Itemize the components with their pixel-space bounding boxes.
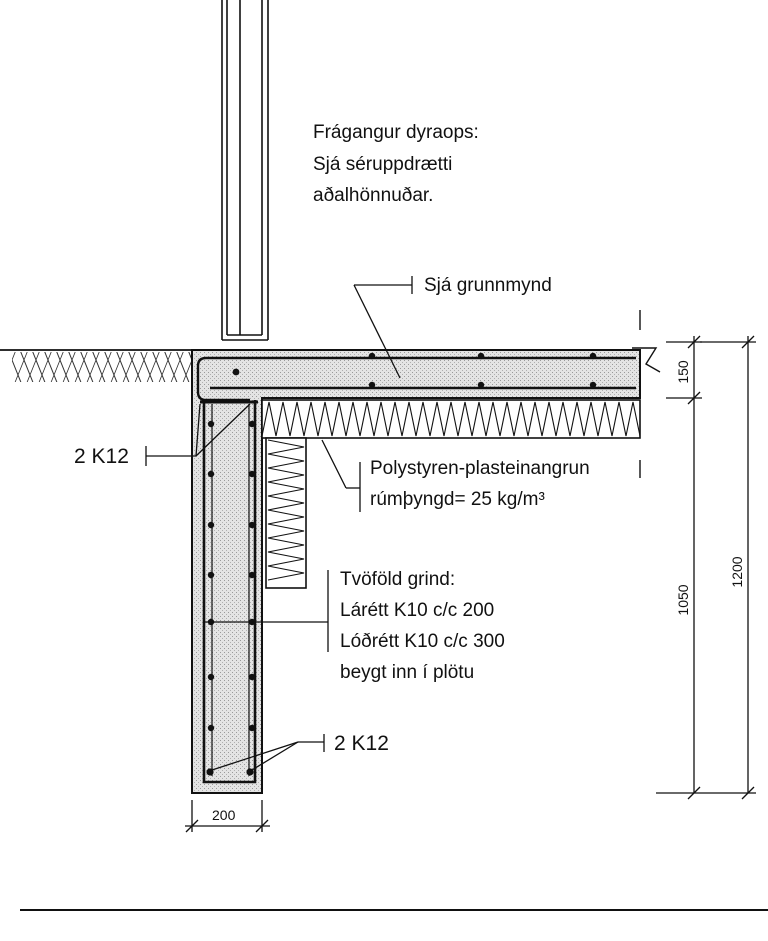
- dim-depth-total: 1200: [729, 556, 745, 587]
- break-line: [632, 310, 661, 478]
- door-note-line1: Frágangur dyraops:: [313, 122, 479, 143]
- dim-slab-thickness: 150: [675, 360, 691, 384]
- grid-note-line3: Lóðrétt K10 c/c 300: [340, 631, 505, 652]
- slab-insulation: [261, 399, 641, 439]
- grid-note-line1: Tvöföld grind:: [340, 569, 455, 590]
- plan-reference-label: Sjá grunnmynd: [424, 275, 552, 296]
- rebar-bottom-label: 2 K12: [334, 732, 389, 755]
- rebar-dots: [206, 352, 597, 776]
- leader-lines: [145, 276, 413, 771]
- door-note-line2: Sjá séruppdrætti: [313, 154, 452, 175]
- door-note-line3: aðalhönnuðar.: [313, 185, 433, 206]
- wall-insulation: [265, 437, 307, 589]
- grid-note-line4: beygt inn í plötu: [340, 662, 474, 683]
- concrete-section: [191, 349, 641, 794]
- ground: [0, 349, 192, 382]
- dim-depth-lower: 1050: [675, 584, 691, 615]
- insulation-note-line2: rúmþyngd= 25 kg/m³: [370, 489, 545, 510]
- reinforcement: [196, 356, 636, 784]
- grid-note-line2: Lárétt K10 c/c 200: [340, 600, 494, 621]
- door-frame: [221, 0, 269, 341]
- insulation-note-line1: Polystyren-plasteinangrun: [370, 458, 590, 479]
- rebar-top-label: 2 K12: [74, 445, 129, 468]
- dimension-lines: [185, 335, 756, 833]
- dim-wall-width: 200: [212, 807, 236, 823]
